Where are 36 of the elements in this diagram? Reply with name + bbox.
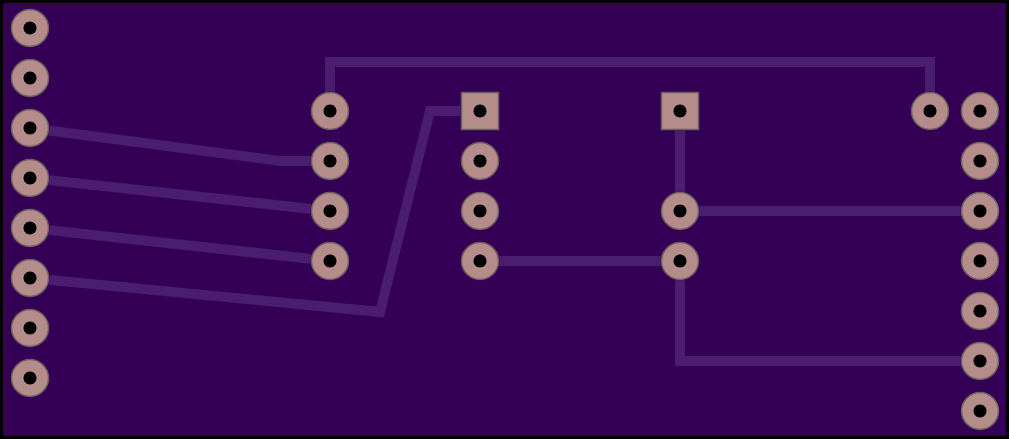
trace [48,106,461,318]
solder-pad [960,391,1000,431]
solder-pad [960,341,1000,381]
solder-pad [660,91,700,131]
trace [675,130,685,192]
solder-pad [960,291,1000,331]
trace [325,57,935,92]
solder-pad [10,308,50,348]
solder-pad [10,58,50,98]
solder-pad [460,191,500,231]
solder-pad [10,108,50,148]
trace [499,256,661,266]
solder-pad [660,241,700,281]
solder-pad [310,241,350,281]
solder-pad [310,191,350,231]
solder-pad [660,191,700,231]
solder-pad [960,191,1000,231]
solder-pad [910,91,950,131]
trace [48,125,311,166]
solder-pad [960,241,1000,281]
solder-pad [310,141,350,181]
solder-pad [460,141,500,181]
solder-pad [460,241,500,281]
solder-pad [10,208,50,248]
solder-pad [310,91,350,131]
solder-pad [10,8,50,48]
trace [48,225,312,264]
solder-pad [10,258,50,298]
trace [48,175,312,214]
solder-pad [10,158,50,198]
trace [699,206,961,216]
solder-pad [10,358,50,398]
solder-pad [960,141,1000,181]
solder-pad [960,91,1000,131]
trace [675,280,961,366]
solder-pad [460,91,500,131]
